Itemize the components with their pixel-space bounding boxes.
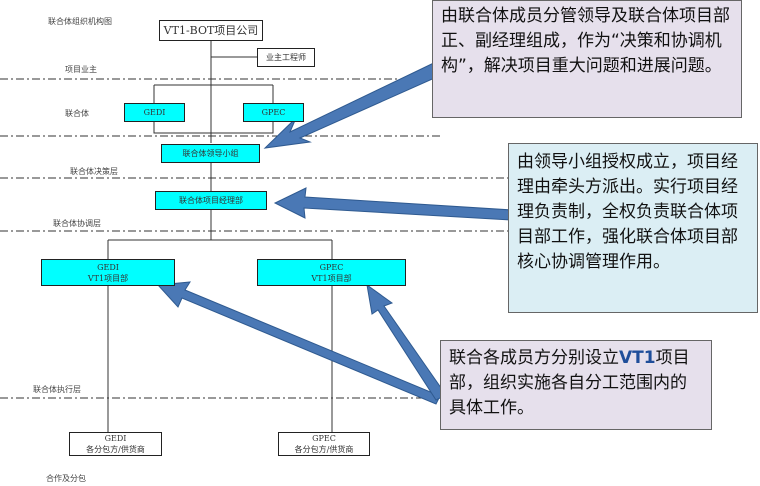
node-leading-group: 联合体领导小组	[161, 144, 260, 163]
layer-coordination: 联合体协调层	[53, 219, 101, 228]
layer-consortium: 联合体	[65, 109, 89, 118]
arrow-2	[273, 187, 513, 221]
node-company: VT1-BOT项目公司	[159, 20, 263, 41]
chart-title: 联合体组织机构图	[48, 17, 112, 26]
node-label: VT1项目部	[87, 273, 129, 283]
arrow-1	[263, 59, 449, 149]
layer-owner: 项目业主	[65, 65, 97, 74]
callout-decision: 由联合体成员分管领导及联合体项目部正、副经理组成，作为“决策和协调机构”，解决项…	[432, 0, 742, 118]
node-gpec-sub: GPEC 各分包方/供货商	[278, 432, 370, 456]
arrow-3	[156, 281, 441, 405]
node-label: GPEC	[319, 262, 344, 272]
node-gedi: GEDI	[124, 103, 185, 122]
node-label: GEDI	[97, 262, 119, 272]
callout-text: 联合各成员方分别设立	[449, 348, 619, 368]
node-label: GEDI	[104, 434, 127, 443]
node-label: 各分包方/供货商	[294, 445, 354, 454]
layer-decision: 联合体决策层	[70, 167, 118, 176]
node-gedi-sub: GEDI 各分包方/供货商	[69, 432, 162, 456]
layer-execution: 联合体执行层	[33, 385, 81, 394]
node-label: GPEC	[312, 434, 336, 443]
node-gpec: GPEC	[243, 103, 304, 122]
node-pm-dept: 联合体项目经理部	[155, 191, 267, 210]
callout-bold: VT1	[619, 348, 656, 368]
callout-text: 项目部，组织实施各自分工范围内的具体工作。	[449, 348, 690, 418]
arrow-4	[366, 283, 447, 401]
layer-subcontract: 合作及分包	[46, 474, 86, 483]
callout-vt1: 联合各成员方分别设立VT1项目部，组织实施各自分工范围内的具体工作。	[440, 340, 712, 430]
node-engineer: 业主工程师	[257, 48, 315, 67]
node-label: 各分包方/供货商	[86, 445, 145, 454]
callout-pm-dept: 由领导小组授权成立，项目经理由牵头方派出。实行项目经理负责制，全权负责联合体项目…	[508, 143, 758, 313]
node-label: VT1项目部	[311, 273, 352, 283]
